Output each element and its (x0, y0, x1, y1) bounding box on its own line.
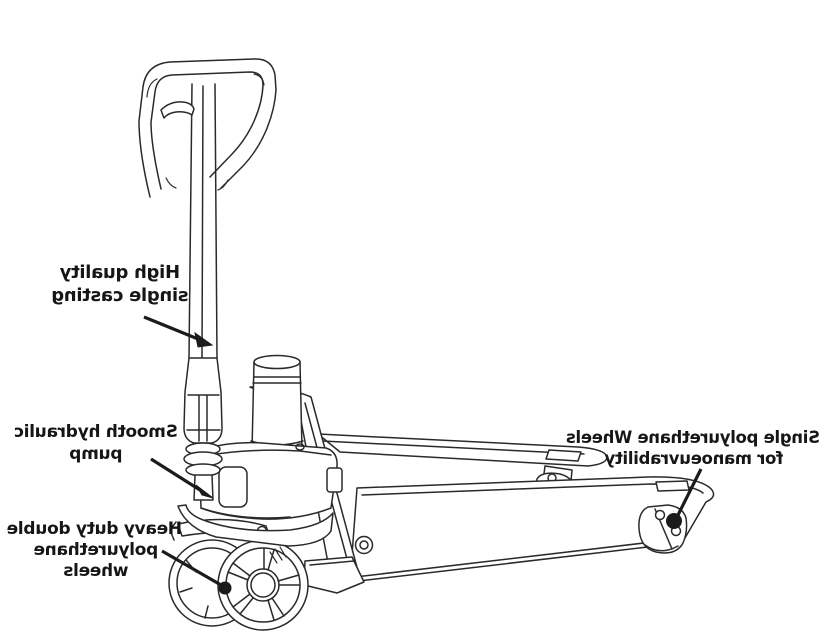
callout-high-quality-casting: High quality single casting (34, 261, 206, 307)
callout-hydraulic-pump: Smooth hydraulic pump (10, 421, 182, 465)
callout-steer-wheels: Heavy duty double polyurethane wheels (6, 519, 182, 582)
leader-load-wheels (666, 468, 703, 529)
steer-wheel-front (217, 539, 309, 631)
lift-cylinder (250, 354, 304, 451)
callout-load-wheels: Single polyurethane Wheels for manoeuvra… (566, 427, 819, 469)
callout-line: single casting (51, 285, 189, 306)
callout-line: for manoeuvrability (604, 449, 784, 468)
callout-line: Smooth hydraulic (14, 422, 178, 442)
callout-line: pump (69, 444, 123, 464)
steer-linkage (169, 504, 334, 547)
handle-loop (138, 58, 277, 198)
leader-steer-wheels (161, 549, 232, 595)
chassis-neck (249, 386, 374, 594)
callout-line: Heavy duty double (6, 519, 182, 539)
handle-stem (183, 83, 223, 501)
hydraulic-pump-body (198, 441, 343, 520)
callout-line: polyurethane (33, 540, 159, 560)
far-fork (317, 433, 608, 467)
leader-high-quality-casting (143, 315, 214, 348)
near-fork (349, 476, 715, 583)
callout-line: wheels (63, 561, 129, 581)
leader-hydraulic-pump (150, 457, 214, 499)
callout-line: High quality (59, 262, 181, 283)
release-lever (160, 101, 195, 119)
callout-line: Single polyurethane Wheels (566, 428, 819, 447)
